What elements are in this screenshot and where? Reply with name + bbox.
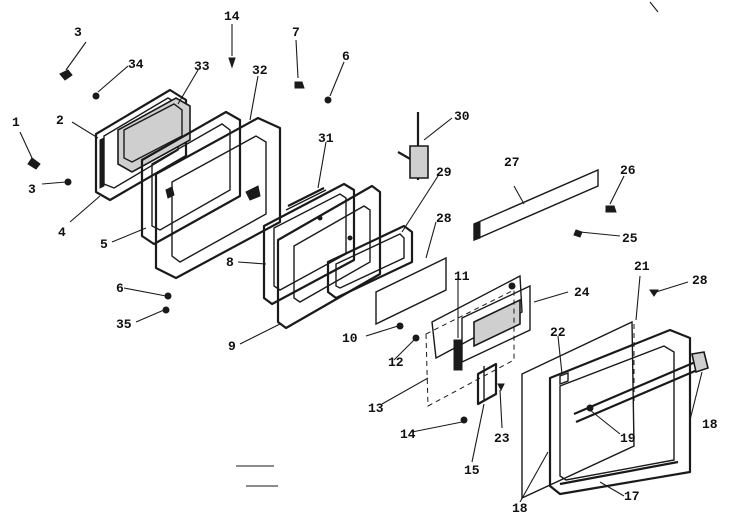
- callout-3-lower: 3: [28, 182, 36, 197]
- screw-part-25: [573, 229, 583, 238]
- stray-marks: [236, 1, 659, 487]
- callout-31: 31: [318, 131, 334, 146]
- screw-part-6-top: [324, 96, 332, 104]
- callout-26: 26: [620, 163, 636, 178]
- callout-24: 24: [574, 285, 590, 300]
- callout-labels: 1 2 3 3 34 33 32 14 7 6 4 5 30 31 27 26 …: [12, 9, 718, 516]
- callout-22: 22: [550, 325, 566, 340]
- callout-14-top: 14: [224, 9, 240, 24]
- screw-part-20: [649, 289, 659, 297]
- callout-33: 33: [194, 59, 210, 74]
- callout-23: 23: [494, 431, 510, 446]
- hinge-clip-part-22: [559, 371, 569, 386]
- callout-17: 17: [624, 489, 640, 504]
- door-panel-part-32: [154, 116, 282, 280]
- inner-glass-part-24: [461, 284, 531, 364]
- inner-door-frame-part-5: [140, 110, 242, 246]
- callout-28-right: 28: [692, 273, 708, 288]
- trim-strip-part-31: [285, 187, 327, 211]
- callout-18-right: 18: [702, 417, 718, 432]
- callout-18-bottom: 18: [512, 501, 528, 516]
- callout-9: 9: [228, 339, 236, 354]
- screw-part-7: [294, 81, 305, 89]
- outer-door-panel-part-9: [276, 184, 382, 330]
- screw-part-14-bottom: [460, 416, 468, 424]
- callout-12: 12: [388, 355, 404, 370]
- screw-part-34: [59, 69, 73, 81]
- callout-6-top: 6: [342, 49, 350, 64]
- callout-3-upper: 34: [128, 57, 144, 72]
- control-strip-part-27: [473, 168, 599, 242]
- handle-bar-part-18: [573, 351, 709, 424]
- callout-8: 8: [226, 255, 234, 270]
- glass-pane-part-28: [375, 256, 447, 326]
- door-liner-part-2: [94, 88, 188, 202]
- callout-34: 3: [74, 25, 82, 40]
- callout-29: 29: [436, 165, 452, 180]
- screw-part-26: [605, 205, 617, 213]
- callout-32: 32: [252, 63, 268, 78]
- screw-part-12: [412, 334, 420, 342]
- handle-post-part-30: [397, 112, 429, 180]
- callout-4: 4: [58, 225, 66, 240]
- callout-2: 2: [56, 113, 64, 128]
- latch-part-15: [476, 362, 498, 406]
- callout-14-bottom: 14: [400, 427, 416, 442]
- callout-7: 7: [292, 25, 300, 40]
- callout-25: 25: [622, 231, 638, 246]
- callout-15: 15: [464, 463, 480, 478]
- outer-door-frame-part-17: [548, 324, 692, 496]
- callout-5: 5: [100, 237, 108, 252]
- callout-13: 13: [368, 401, 384, 416]
- latch-plate-part-13: [425, 289, 515, 407]
- callout-27: 27: [504, 155, 520, 170]
- callout-1: 1: [12, 115, 20, 130]
- callout-28-middle: 28: [436, 211, 452, 226]
- leader-lines: [19, 24, 703, 503]
- glass-seal-part-29: [326, 224, 414, 300]
- clip-part-19: [586, 404, 594, 412]
- callout-30: 30: [454, 109, 470, 124]
- screw-part-23: [497, 383, 505, 392]
- callout-11: 11: [454, 269, 470, 284]
- callout-21: 21: [634, 259, 650, 274]
- screw-part-3-upper: [92, 92, 100, 100]
- screw-part-14-top: [228, 57, 236, 69]
- screw-part-1: [27, 157, 41, 170]
- callout-35: 35: [116, 317, 132, 332]
- callout-10: 10: [342, 331, 358, 346]
- callout-6-left: 6: [116, 281, 124, 296]
- callout-19: 19: [620, 431, 636, 446]
- outer-glass-part-21: [521, 320, 635, 500]
- bracket-plate-part-11: [431, 274, 523, 371]
